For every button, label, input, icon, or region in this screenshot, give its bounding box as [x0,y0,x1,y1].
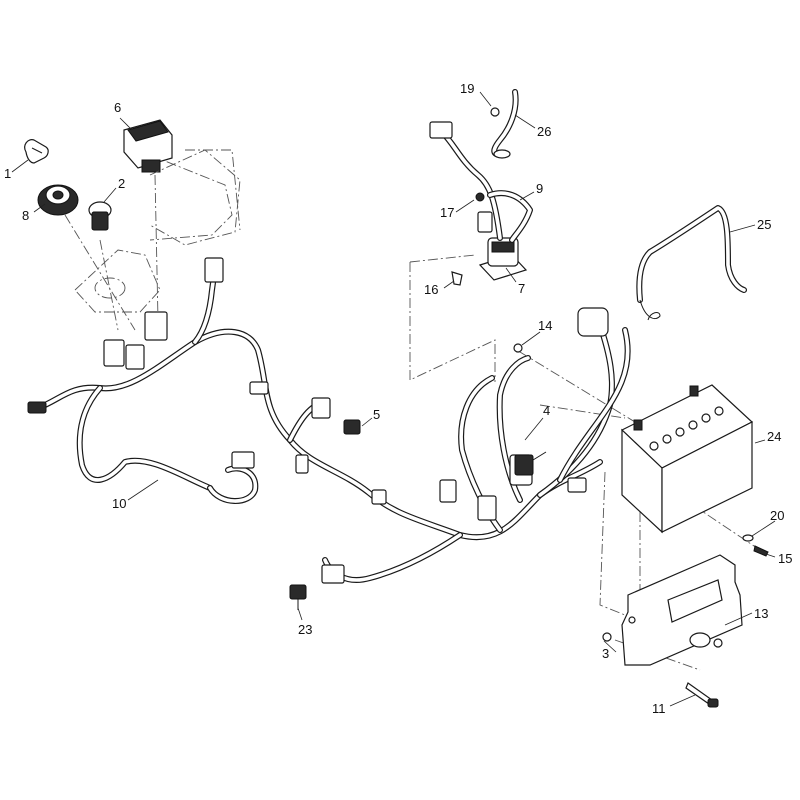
washer-20 [742,534,754,542]
harness-connectors [27,257,609,584]
callout-5: 5 [373,407,380,422]
callout-25: 25 [757,217,771,232]
callout-19: 19 [460,81,474,96]
callout-26: 26 [537,124,551,139]
callout-24: 24 [767,429,781,444]
callout-13: 13 [754,606,768,621]
battery [620,384,754,534]
callout-2: 2 [118,176,125,191]
callout-6: 6 [114,100,121,115]
bolt-11 [685,682,719,708]
battery-cable-positive [491,89,519,159]
callout-8: 8 [22,208,29,223]
screw-17 [475,192,485,202]
callout-3: 3 [602,646,609,661]
callout-16: 16 [424,282,438,297]
callout-23: 23 [298,622,312,637]
callout-15: 15 [778,551,792,566]
nut-19 [490,107,500,117]
ignition-switch [37,184,79,216]
pto-switch [88,201,112,231]
battery-bracket [621,554,743,666]
callout-11: 11 [652,701,666,716]
callout-14: 14 [538,318,552,333]
key [24,139,49,164]
callout-1: 1 [4,166,11,181]
leader-lines [11,91,776,707]
nut-14 [513,343,523,353]
callout-labels: 1 2 3 4 5 6 7 8 9 10 11 13 14 15 16 17 1… [4,81,792,716]
callout-9: 9 [536,181,543,196]
callout-4: 4 [543,403,550,418]
connector-23 [289,584,307,610]
hour-meter [123,119,173,173]
battery-cable-negative [636,205,747,321]
screw-15 [753,545,769,557]
callout-20: 20 [770,508,784,523]
starter-solenoid [477,211,528,281]
connector-5 [343,419,361,435]
callout-7: 7 [518,281,525,296]
callout-17: 17 [440,205,454,220]
relay [514,451,547,476]
main-wire-harness [35,259,631,583]
callout-10: 10 [112,496,126,511]
solenoid-harness [429,121,533,243]
dash-panel [74,149,241,313]
nut-3 [602,632,612,642]
bolt-16 [451,271,463,286]
